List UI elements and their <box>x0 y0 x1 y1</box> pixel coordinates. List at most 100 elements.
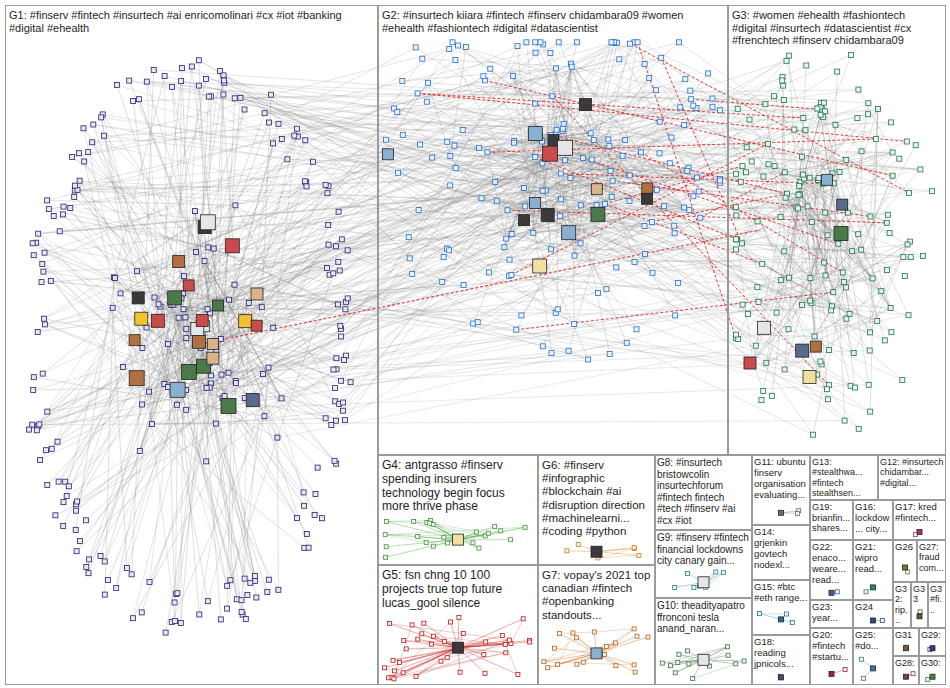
network-vertex <box>900 378 905 383</box>
network-edge <box>418 93 907 141</box>
network-vertex <box>809 220 814 225</box>
network-vertex <box>875 107 880 112</box>
network-vertex <box>774 310 779 315</box>
network-vertex <box>868 409 873 414</box>
network-edge <box>689 168 921 170</box>
network-edge <box>840 172 909 315</box>
network-edge <box>664 96 774 206</box>
network-vertex <box>672 223 677 228</box>
network-vertex <box>205 307 210 312</box>
network-vertex <box>127 78 132 83</box>
network-vertex <box>643 251 648 256</box>
network-edge <box>789 278 844 282</box>
network-vertex <box>461 283 466 288</box>
network-edge <box>419 210 911 257</box>
network-vertex <box>206 245 211 250</box>
network-vertex <box>225 239 239 253</box>
network-vertex <box>825 233 830 238</box>
network-vertex <box>239 610 244 615</box>
vertex-layer <box>27 40 936 682</box>
network-vertex <box>275 435 280 440</box>
network-edge <box>168 387 279 590</box>
network-vertex <box>73 508 78 513</box>
network-vertex <box>304 184 309 189</box>
network-edge <box>821 115 850 314</box>
network-edge <box>386 522 427 523</box>
network-vertex <box>86 150 91 155</box>
network-edge <box>558 643 616 665</box>
network-edge <box>101 305 171 556</box>
network-vertex <box>856 426 861 431</box>
network-vertex <box>784 58 789 63</box>
network-edge <box>129 81 542 164</box>
network-vertex <box>453 58 458 63</box>
network-vertex <box>124 566 129 571</box>
network-edge <box>224 83 835 125</box>
network-vertex <box>677 40 682 45</box>
network-vertex <box>61 524 66 529</box>
network-vertex <box>868 330 873 335</box>
network-edge <box>348 298 785 369</box>
network-edge <box>180 309 208 393</box>
network-edge <box>147 328 152 425</box>
network-vertex <box>218 336 223 341</box>
network-edge <box>75 109 878 186</box>
network-edge <box>42 42 526 264</box>
network-vertex <box>897 156 902 161</box>
network-vertex <box>691 194 696 199</box>
network-vertex <box>345 296 350 301</box>
network-vertex <box>740 164 745 169</box>
network-vertex <box>531 231 536 236</box>
network-vertex <box>78 538 83 543</box>
network-edge <box>583 643 615 662</box>
network-vertex <box>875 319 880 324</box>
network-vertex <box>348 380 353 385</box>
network-edge <box>161 96 553 306</box>
network-edge <box>392 622 451 677</box>
network-edge <box>104 136 214 249</box>
network-vertex <box>406 235 411 240</box>
network-edge <box>186 390 237 599</box>
network-vertex <box>650 270 655 275</box>
network-edge <box>597 552 639 556</box>
network-vertex <box>106 577 111 582</box>
network-vertex <box>184 336 189 341</box>
network-vertex <box>562 226 576 240</box>
network-vertex <box>178 620 183 625</box>
network-vertex <box>825 387 830 392</box>
network-edge <box>34 255 223 398</box>
network-edge <box>211 199 561 383</box>
network-vertex <box>494 198 499 203</box>
network-vertex <box>91 122 96 127</box>
network-vertex <box>447 46 452 51</box>
network-edge <box>675 306 832 315</box>
network-edge <box>44 42 634 318</box>
network-edge <box>485 80 746 172</box>
network-vertex <box>581 156 586 161</box>
network-vertex <box>326 242 331 247</box>
network-vertex <box>213 300 224 311</box>
network-vertex <box>441 255 446 260</box>
network-vertex <box>84 518 89 523</box>
network-edge <box>508 210 851 385</box>
network-edge <box>54 216 114 278</box>
network-edge <box>242 374 264 600</box>
network-edge <box>173 305 306 534</box>
network-vertex <box>131 98 136 103</box>
network-vertex <box>416 208 421 213</box>
network-vertex <box>410 271 415 276</box>
network-vertex <box>112 275 117 280</box>
network-vertex <box>271 141 276 146</box>
network-edge <box>345 43 617 420</box>
network-edge <box>657 86 783 190</box>
network-vertex <box>242 576 247 581</box>
network-edge <box>563 129 737 240</box>
network-edge <box>821 115 850 314</box>
network-vertex <box>424 99 429 104</box>
network-vertex <box>818 112 823 117</box>
network-vertex <box>540 344 545 349</box>
network-vertex <box>890 173 895 178</box>
network-edge <box>697 178 923 257</box>
network-vertex <box>326 223 331 228</box>
network-edge <box>661 58 742 244</box>
